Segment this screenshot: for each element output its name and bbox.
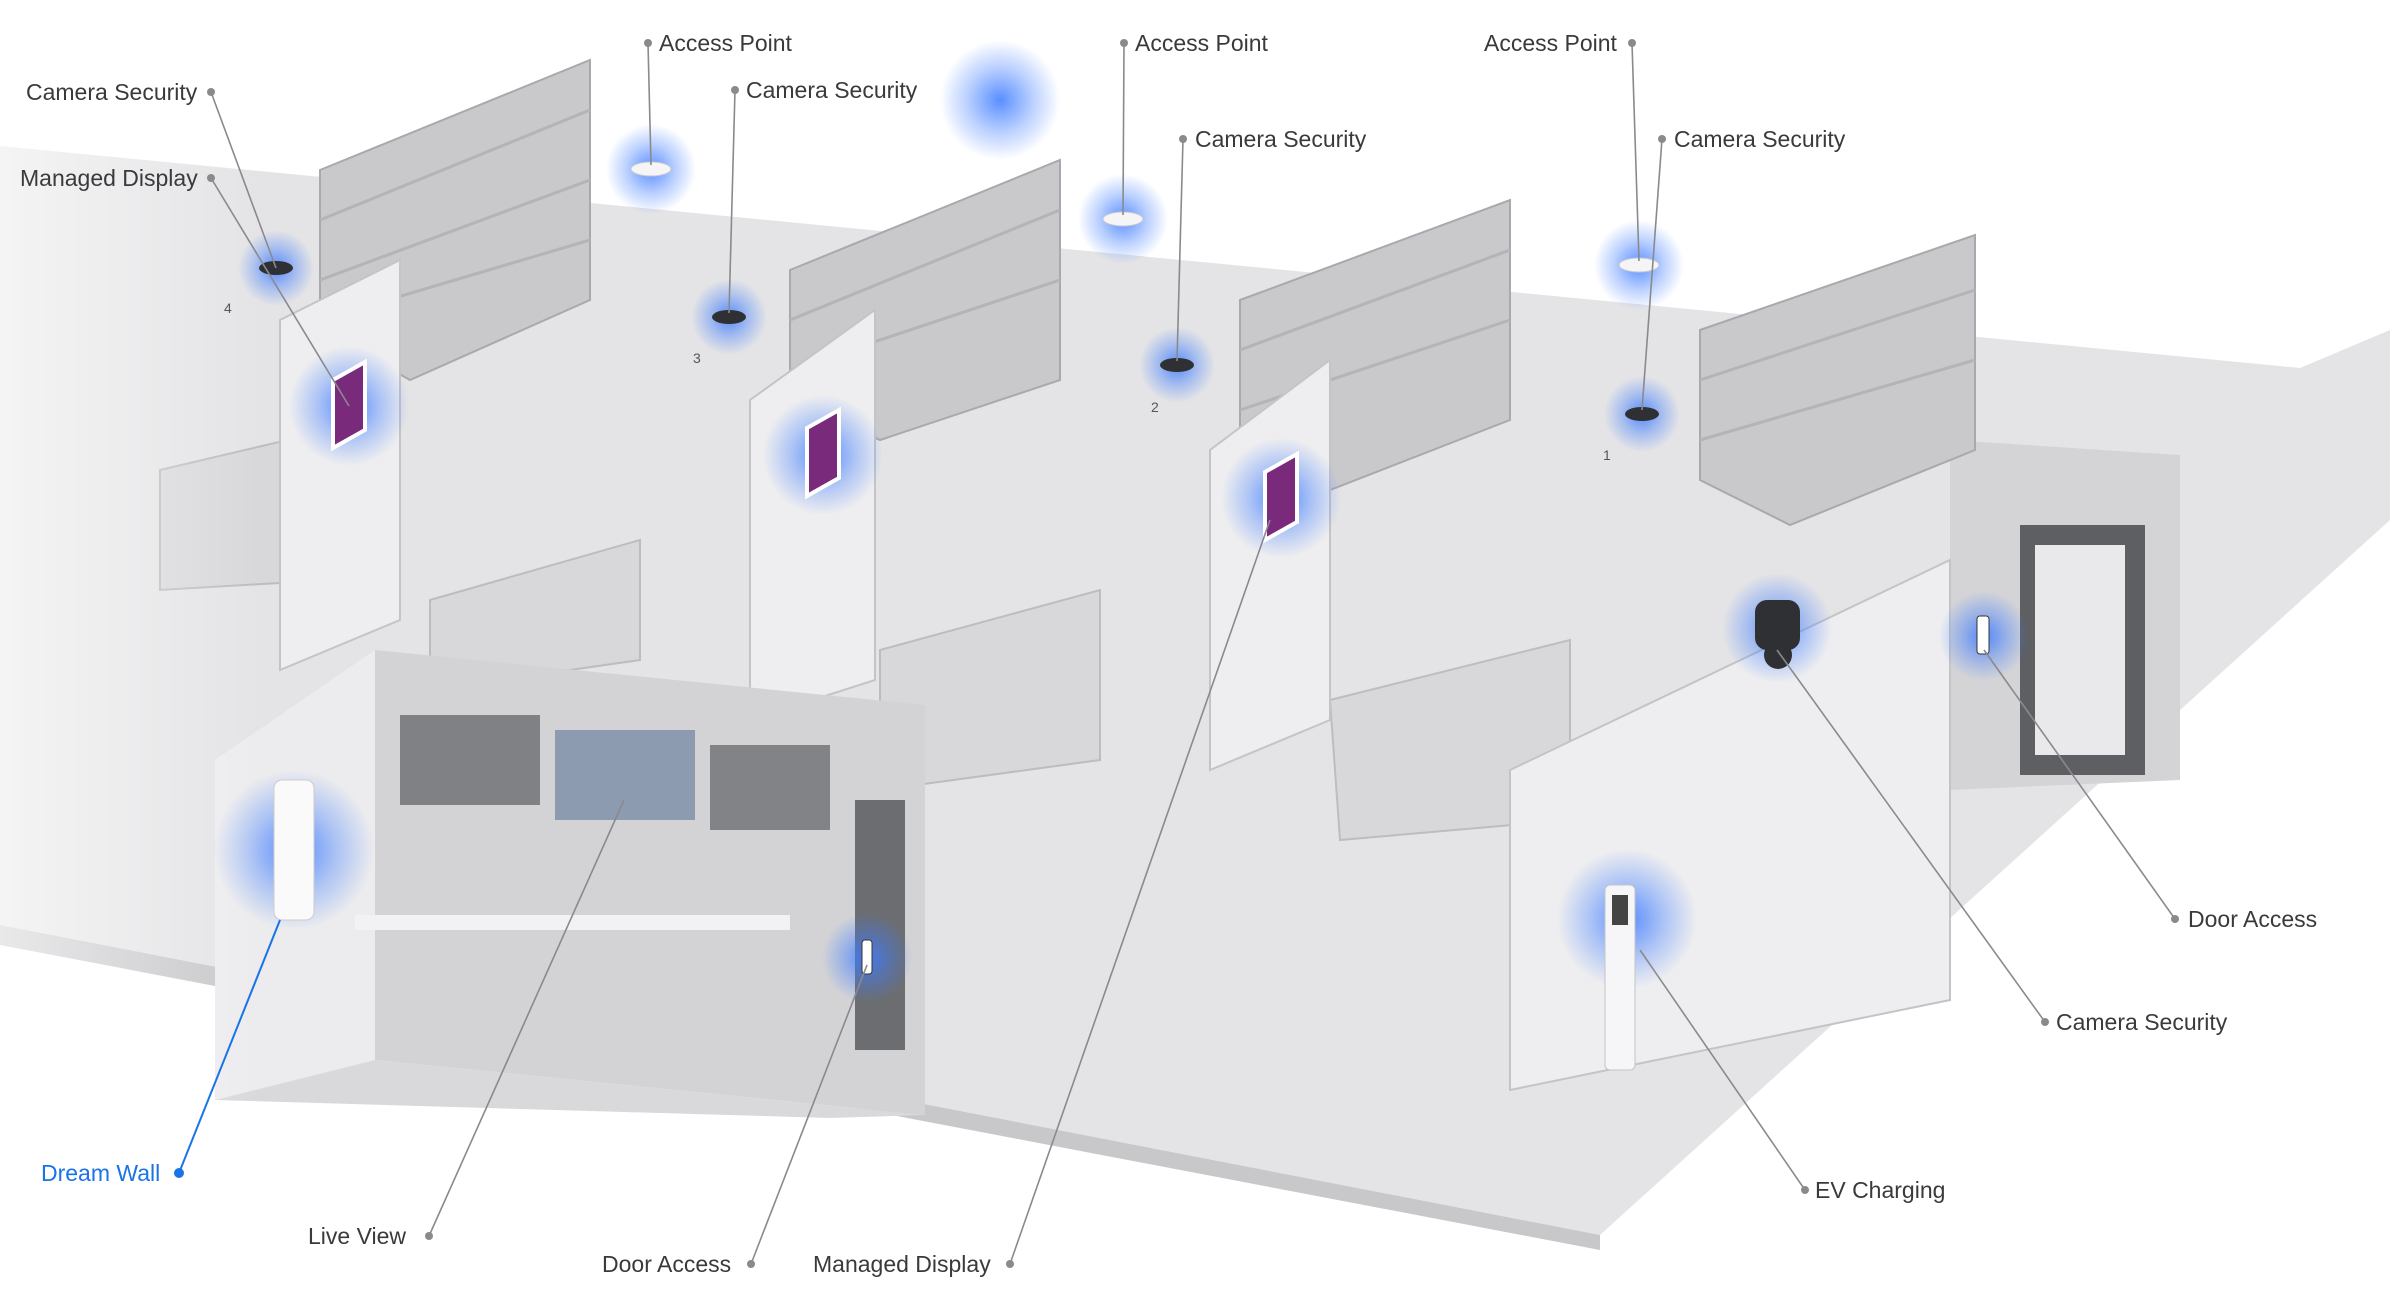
door-access-reader-left [861,939,873,975]
svg-text:4: 4 [224,300,232,316]
svg-text:1: 1 [1603,447,1611,463]
dream-wall-dot [174,1168,184,1178]
label-managed-display: Managed Display [813,1251,991,1277]
live-view-screens [400,715,830,830]
label-door-access: Door Access [602,1251,732,1277]
label-ev-charging: EV Charging [1815,1177,1946,1203]
label-camera-security: Camera Security [26,79,198,105]
dream-wall-device [273,779,315,921]
svg-text:2: 2 [1151,399,1159,415]
desk [355,915,790,930]
label-live-view: Live View [308,1223,407,1249]
label-dream-wall: Dream Wall [41,1160,161,1186]
leader-lines [210,42,2176,1265]
lane-numbers: 4 3 2 1 [224,300,1611,463]
left-fade [0,0,260,1312]
label-camera-security: Camera Security [2056,1009,2228,1035]
managed-display-icons [331,358,1299,544]
label-camera-security: Camera Security [1674,126,1846,152]
dream-wall-leader [178,919,281,1174]
label-camera-security: Camera Security [746,77,918,103]
svg-text:3: 3 [693,350,701,366]
label-access-point: Access Point [1135,30,1268,56]
door-access-reader-right [1976,615,1990,655]
ev-charger-icon [1604,884,1636,1071]
door-window [2035,545,2125,755]
leader-dots [207,39,2179,1268]
label-door-access: Door Access [2188,906,2318,932]
label-camera-security: Camera Security [1195,126,1367,152]
access-point-icons [630,161,1660,273]
label-access-point: Access Point [659,30,792,56]
label-managed-display: Managed Display [20,165,198,191]
label-access-point: Access Point [1484,30,1617,56]
control-room-floor [215,1060,925,1118]
